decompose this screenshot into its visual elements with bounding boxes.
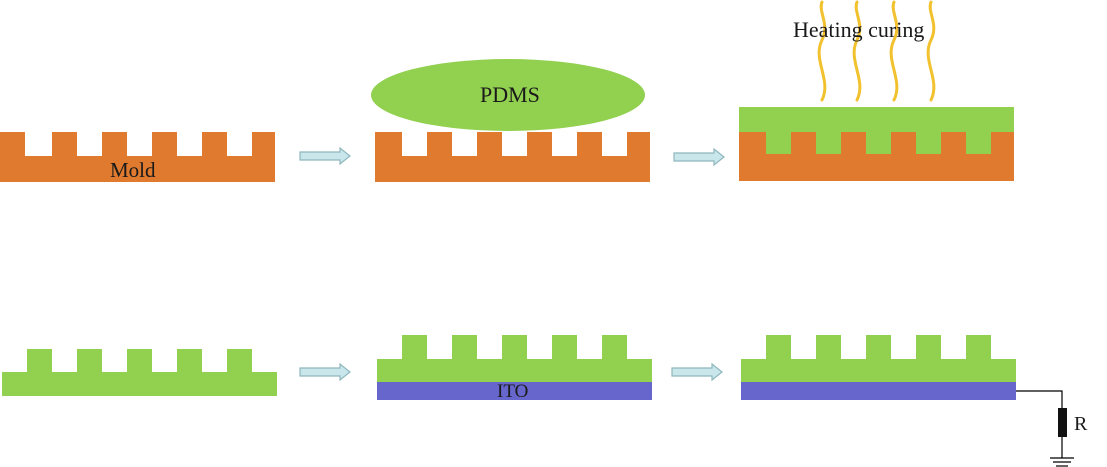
process-arrow-4 bbox=[671, 363, 723, 381]
heat-waves-icon bbox=[817, 0, 936, 102]
resistor-circuit bbox=[1016, 390, 1074, 467]
pdms-droplet bbox=[371, 59, 645, 131]
pdms-structure bbox=[2, 349, 277, 396]
step-5-pdms-on-ito: ITO bbox=[377, 335, 652, 402]
mold-shape bbox=[739, 132, 1014, 181]
heating-curing-label: Heating curing bbox=[793, 17, 924, 42]
pdms-layer bbox=[739, 107, 1014, 132]
step-3-heating-curing: Heating curing bbox=[739, 0, 1014, 181]
ito-layer bbox=[377, 382, 652, 400]
resistor-label: R bbox=[1074, 413, 1088, 435]
ito-label: ITO bbox=[497, 381, 528, 402]
mold-label: Mold bbox=[110, 158, 156, 182]
process-arrow-1 bbox=[299, 147, 351, 165]
ito-layer bbox=[741, 382, 1016, 400]
step-2-pdms-on-mold: PDMS bbox=[371, 59, 650, 182]
mold-shape bbox=[375, 132, 650, 182]
pdms-label: PDMS bbox=[480, 82, 540, 107]
pdms-structure bbox=[377, 335, 652, 382]
process-arrow-2 bbox=[673, 148, 725, 166]
step-1-mold: Mold bbox=[0, 132, 275, 182]
step-6-device: R bbox=[741, 335, 1088, 467]
step-4-peeled-pdms bbox=[2, 349, 277, 396]
pdms-fill-in-grooves bbox=[766, 132, 991, 154]
resistor-icon bbox=[1058, 408, 1067, 437]
mold-shape bbox=[0, 132, 275, 182]
pdms-structure bbox=[741, 335, 1016, 382]
process-arrow-3 bbox=[299, 363, 351, 381]
